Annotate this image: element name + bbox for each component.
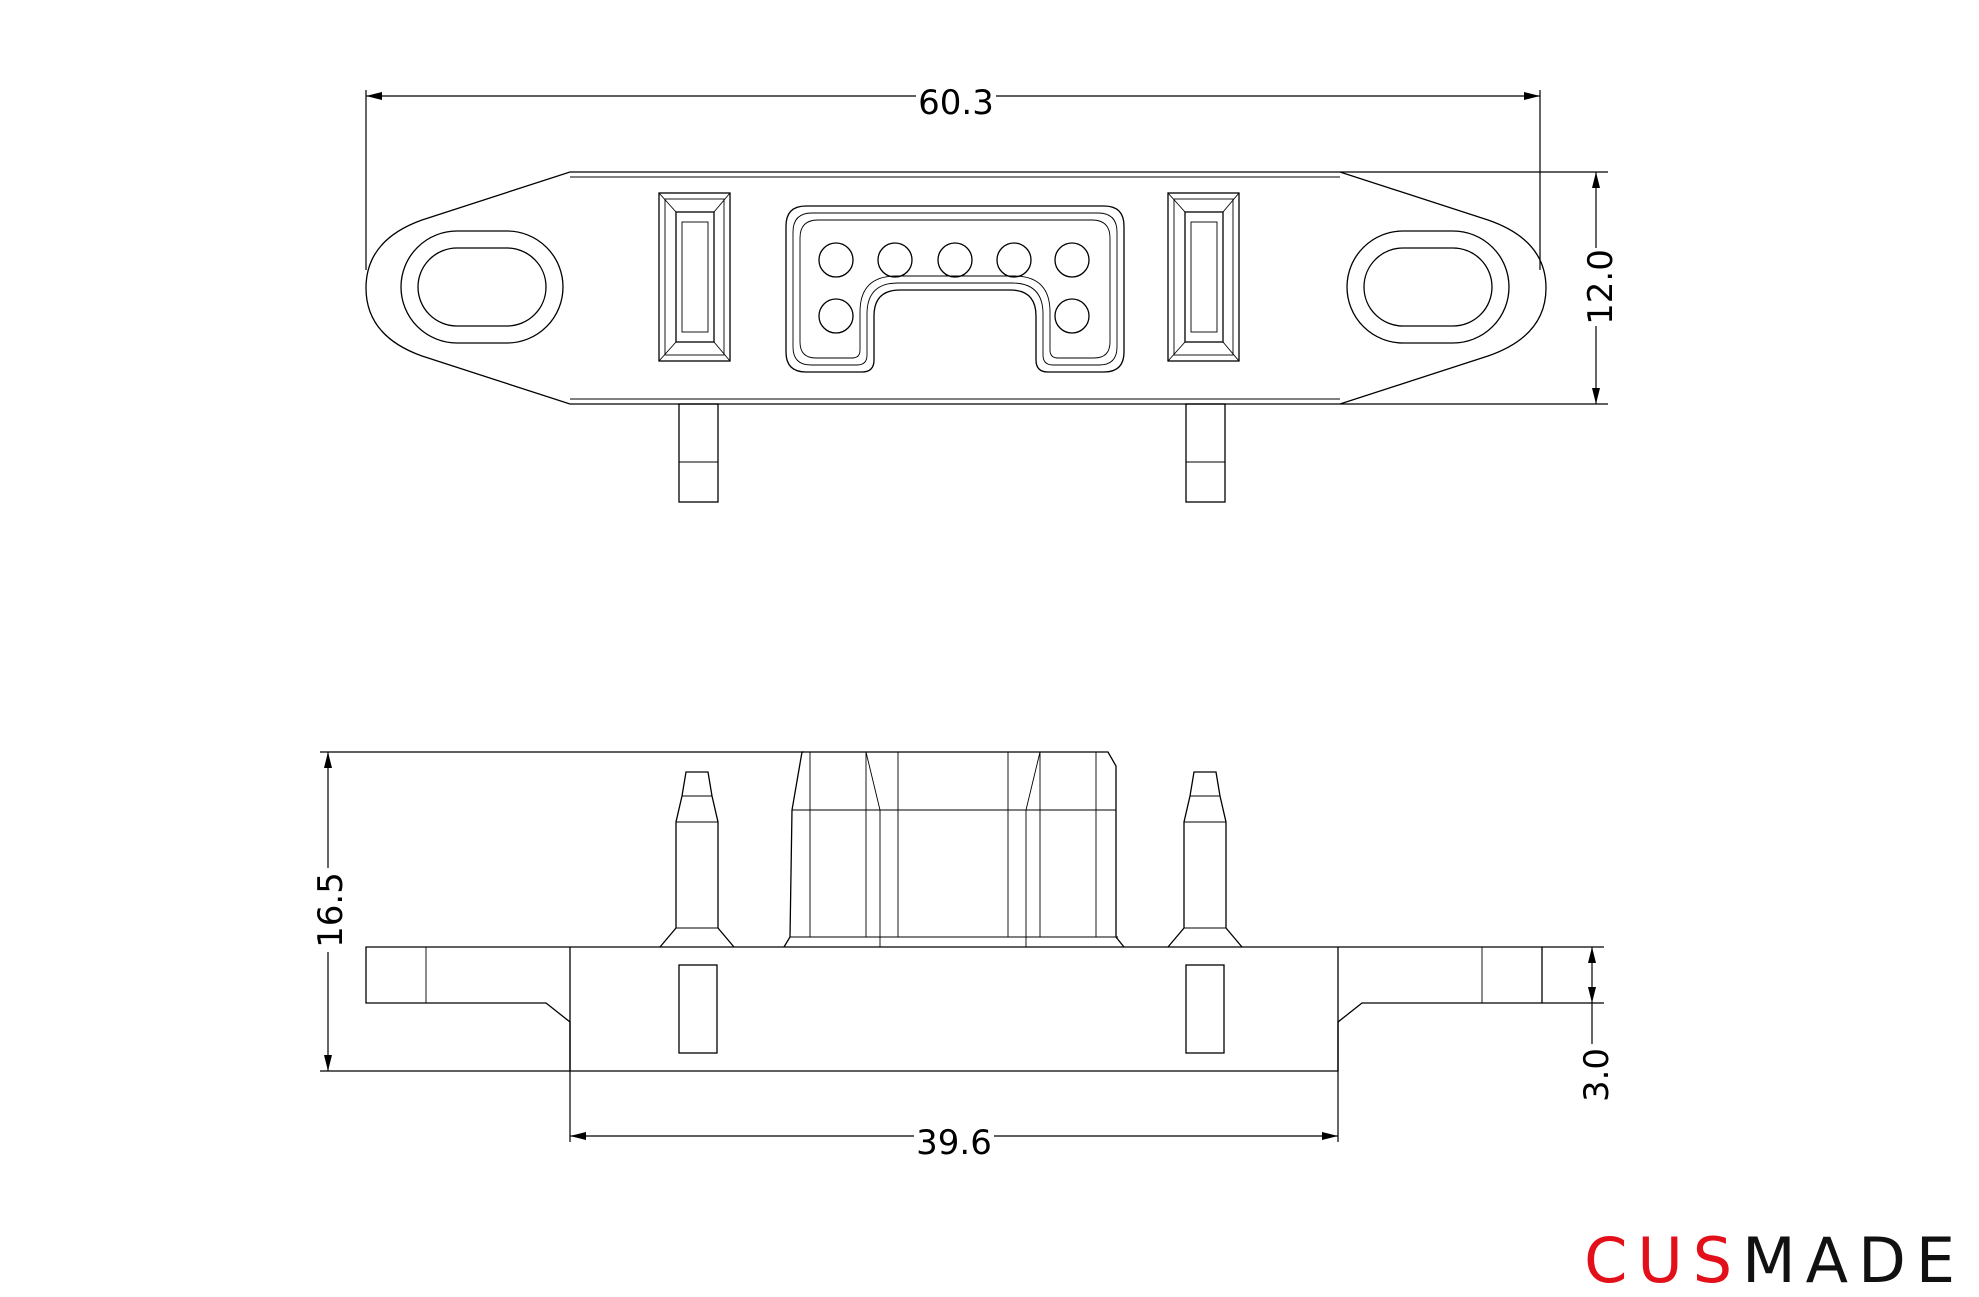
brand-logo-red-part: CUS <box>1584 1224 1743 1297</box>
dim-overall-length: 60.3 <box>365 83 1541 270</box>
dim-base-width-value: 39.6 <box>916 1123 992 1163</box>
dim-base-width: 39.6 <box>569 1071 1339 1163</box>
dim-side-height-value: 16.5 <box>311 872 351 948</box>
side-connector-body <box>783 751 1125 948</box>
brand-logo: CUSMADE <box>1584 1230 1965 1292</box>
top-view <box>365 171 1547 503</box>
plate-outline <box>365 171 1547 405</box>
dim-flange-thickness-value: 3.0 <box>1577 1048 1617 1102</box>
right-peg <box>1167 771 1243 948</box>
pin-holes <box>818 242 1090 334</box>
plate-inner-outline <box>570 176 1340 400</box>
dim-side-height: 16.5 <box>311 751 804 1072</box>
dim-overall-height: 12.0 <box>1340 171 1621 405</box>
right-latch-window <box>1167 192 1240 362</box>
left-mount-slot <box>400 230 564 344</box>
connector-housing <box>785 205 1125 373</box>
dim-overall-length-value: 60.3 <box>918 83 994 123</box>
top-view-pegs <box>678 403 1226 503</box>
side-flange <box>365 946 1543 1072</box>
right-mount-slot <box>1346 230 1510 344</box>
dim-overall-height-value: 12.0 <box>1581 249 1621 325</box>
left-peg <box>659 771 735 948</box>
dim-flange-thickness: 3.0 <box>1542 946 1617 1102</box>
brand-logo-dark-part: MADE <box>1742 1224 1965 1297</box>
left-latch-window <box>658 192 731 362</box>
side-view <box>365 751 1543 1072</box>
